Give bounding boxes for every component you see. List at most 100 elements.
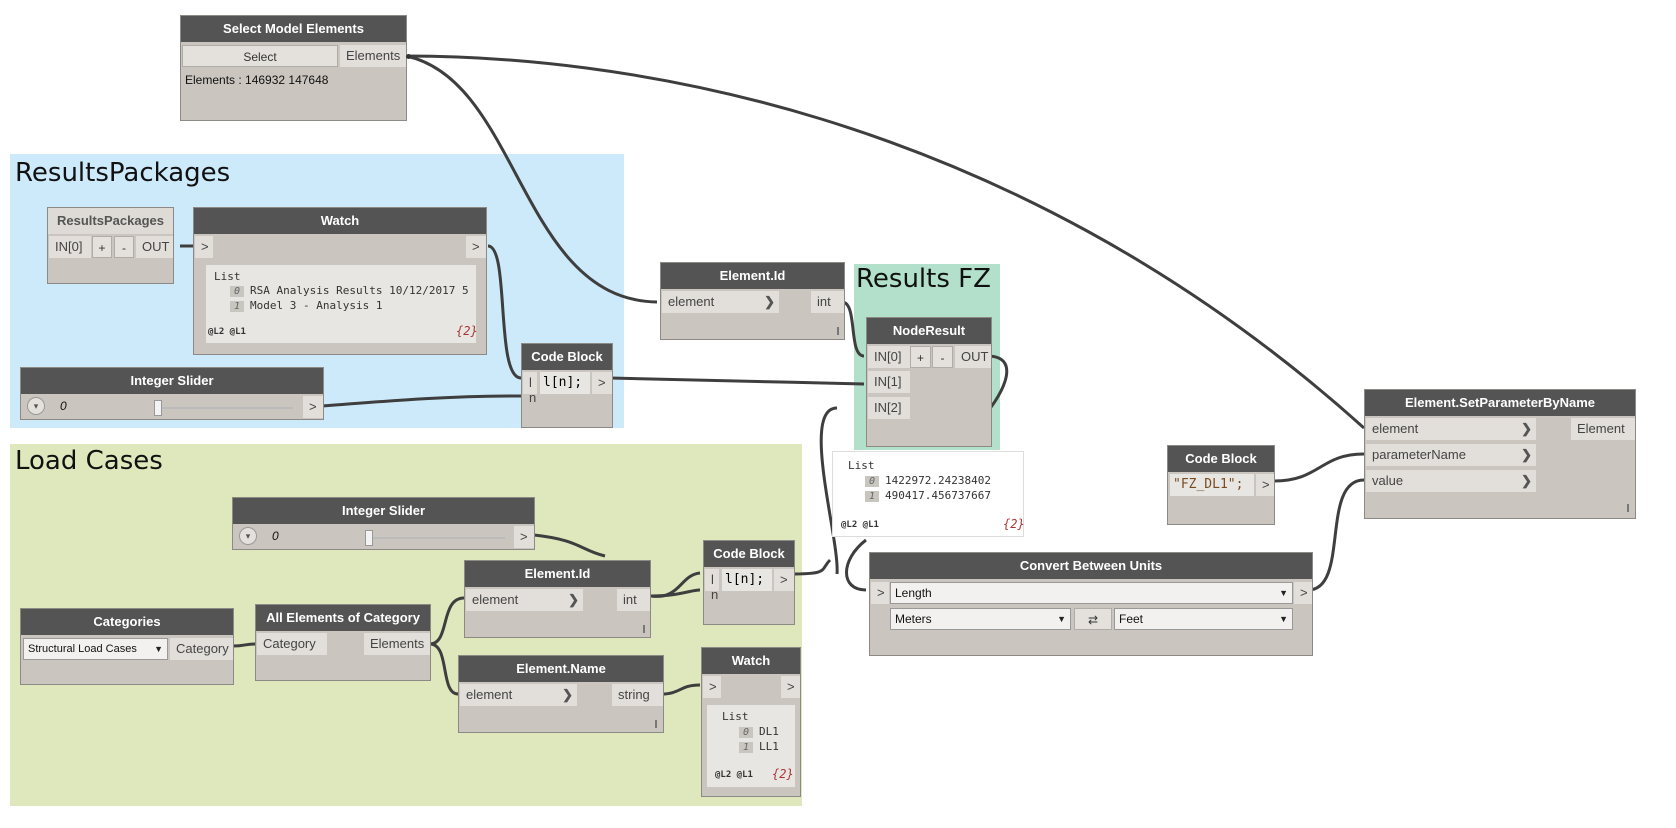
in0-port[interactable]: IN[0] — [49, 236, 91, 258]
string-output-port[interactable]: string — [612, 684, 663, 706]
element-input-port[interactable]: element❯ — [466, 589, 584, 611]
node-title: Element.Id — [661, 263, 844, 289]
code-editor[interactable]: l[n]; — [722, 569, 772, 591]
code-output-port[interactable]: > — [1256, 474, 1274, 496]
node-title: NodeResult — [867, 318, 991, 344]
list-label: List — [722, 710, 749, 723]
dropdown-arrow-icon: ▼ — [1279, 614, 1288, 624]
slider-output-port[interactable]: > — [514, 526, 534, 548]
element-input-port[interactable]: element❯ — [1366, 418, 1537, 440]
resize-grip-icon[interactable] — [837, 327, 839, 335]
slider-thumb[interactable] — [154, 400, 162, 416]
in2-port[interactable]: IN[2] — [868, 397, 910, 419]
value-input-port[interactable]: value❯ — [1366, 470, 1537, 492]
remove-port-button[interactable]: - — [114, 236, 134, 258]
list-levels: @L2 @L1 — [208, 327, 246, 337]
out-port[interactable]: OUT — [136, 236, 173, 258]
expand-icon[interactable]: ▾ — [27, 397, 45, 415]
in0-port[interactable]: IN[0] — [868, 346, 910, 368]
resize-grip-icon[interactable] — [643, 625, 645, 633]
node-title: Convert Between Units — [870, 553, 1312, 579]
resize-grip-icon[interactable] — [655, 720, 657, 728]
category-output-port[interactable]: Category — [170, 638, 233, 660]
slider-track[interactable] — [365, 537, 505, 539]
watch-input-port[interactable]: > — [703, 676, 721, 698]
l-input-port[interactable]: l — [523, 372, 537, 394]
expand-icon[interactable]: ▾ — [239, 527, 257, 545]
parameter-name-input-port[interactable]: parameterName❯ — [1366, 444, 1537, 466]
element-name-node[interactable]: Element.Name element❯ string — [458, 655, 664, 733]
port-label: element — [668, 294, 715, 309]
code-editor[interactable]: "FZ_DL1"; — [1170, 474, 1254, 496]
convert-input-port[interactable]: > — [871, 582, 889, 604]
n-input-port[interactable]: n — [529, 390, 537, 405]
code-editor[interactable]: l[n]; — [540, 372, 590, 394]
element-id-node[interactable]: Element.Id element❯ int — [660, 262, 845, 340]
to-unit-dropdown[interactable]: Feet▼ — [1114, 608, 1293, 630]
swap-units-button[interactable]: ⇄ — [1074, 608, 1112, 630]
in1-port[interactable]: IN[1] — [868, 371, 910, 393]
node-title: ResultsPackages — [48, 208, 173, 234]
node-title: All Elements of Category — [256, 605, 430, 631]
select-button[interactable]: Select — [182, 45, 338, 67]
watch-output-port[interactable]: > — [466, 236, 486, 258]
watch-output-port[interactable]: > — [781, 676, 800, 698]
element-id-node[interactable]: Element.Id element❯ int — [464, 560, 651, 638]
set-parameter-by-name-node[interactable]: Element.SetParameterByName element❯ Elem… — [1364, 389, 1636, 519]
code-output-port[interactable]: > — [592, 372, 612, 394]
list-label: List — [848, 459, 875, 472]
remove-port-button[interactable]: - — [932, 346, 953, 368]
integer-slider-node[interactable]: Integer Slider ▾ 0 > — [20, 367, 324, 420]
output-connector[interactable] — [406, 54, 411, 59]
group-title: Results FZ — [856, 264, 991, 294]
add-port-button[interactable]: + — [92, 236, 112, 258]
int-output-port[interactable]: int — [617, 589, 650, 611]
slider-value[interactable]: 0 — [272, 529, 279, 543]
element-input-port[interactable]: element❯ — [662, 291, 780, 313]
convert-between-units-node[interactable]: Convert Between Units > Length▼ > Meters… — [869, 552, 1313, 656]
add-port-button[interactable]: + — [910, 346, 931, 368]
out-port[interactable]: OUT — [955, 346, 991, 368]
item-value: DL1 — [759, 725, 779, 738]
elements-output-port[interactable]: Elements — [364, 633, 430, 655]
resize-grip-icon[interactable] — [1627, 504, 1629, 512]
wire — [1273, 452, 1365, 483]
item-value: 490417.456737667 — [885, 489, 991, 502]
elements-output-port[interactable]: Elements — [340, 45, 406, 67]
code-block-node[interactable]: Code Block l l[n]; > n — [521, 343, 613, 428]
measure-dropdown[interactable]: Length▼ — [890, 582, 1293, 604]
item-value: LL1 — [759, 740, 779, 753]
watch-input-port[interactable]: > — [195, 236, 213, 258]
all-elements-of-category-node[interactable]: All Elements of Category Category Elemen… — [255, 604, 431, 681]
code-block-fz-node[interactable]: Code Block "FZ_DL1"; > — [1167, 445, 1275, 525]
convert-output-port[interactable]: > — [1294, 582, 1312, 604]
slider-value[interactable]: 0 — [60, 399, 67, 413]
int-output-port[interactable]: int — [811, 291, 844, 313]
element-input-port[interactable]: element❯ — [460, 684, 578, 706]
category-input-port[interactable]: Category — [257, 633, 327, 655]
categories-node[interactable]: Categories Structural Load Cases▼ Catego… — [20, 608, 234, 685]
slider-output-port[interactable]: > — [303, 396, 323, 418]
code-output-port[interactable]: > — [774, 569, 794, 591]
integer-slider-node[interactable]: Integer Slider ▾ 0 > — [232, 497, 535, 550]
slider-track[interactable] — [159, 407, 293, 409]
group-title: ResultsPackages — [15, 158, 231, 188]
item-value: Model 3 - Analysis 1 — [250, 299, 383, 312]
results-packages-node[interactable]: ResultsPackages IN[0] + - OUT — [47, 207, 174, 284]
code-block-node[interactable]: Code Block l l[n]; > n — [703, 540, 795, 625]
element-output-port[interactable]: Element — [1571, 418, 1635, 440]
l-input-port[interactable]: l — [705, 569, 719, 591]
from-unit-dropdown[interactable]: Meters▼ — [890, 608, 1071, 630]
port-label: parameterName — [1372, 447, 1466, 462]
node-result-node[interactable]: NodeResult IN[0] + - OUT IN[1] IN[2] — [866, 317, 992, 447]
dropdown-arrow-icon: ▼ — [154, 644, 163, 654]
slider-thumb[interactable] — [365, 530, 373, 546]
category-dropdown[interactable]: Structural Load Cases▼ — [23, 638, 168, 660]
n-input-port[interactable]: n — [711, 587, 719, 602]
node-title: Code Block — [704, 541, 794, 567]
select-model-elements-node[interactable]: Select Model Elements Select Elements El… — [180, 15, 411, 121]
